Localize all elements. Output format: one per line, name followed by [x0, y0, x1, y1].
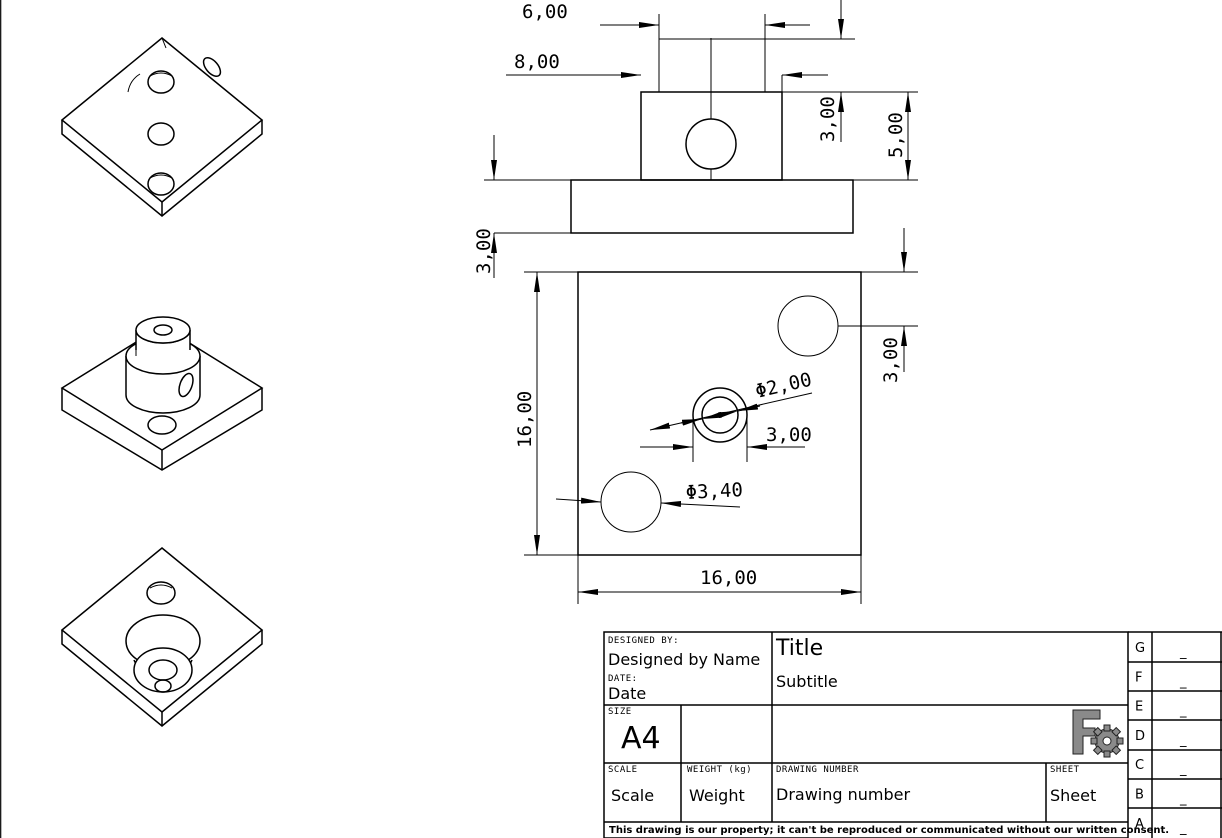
dim-6-00: 6,00	[522, 1, 568, 23]
drawing-title: Title	[775, 636, 823, 661]
date-value: Date	[608, 684, 646, 703]
drawing-number-value: Drawing number	[776, 785, 910, 804]
revision-value: _	[1179, 792, 1187, 807]
revision-letter: F	[1135, 670, 1142, 685]
iso-view-middle	[60, 316, 264, 471]
revision-letter: D	[1135, 729, 1145, 744]
dim-16-00-vertical: 16,00	[514, 391, 536, 448]
revision-value: _	[1179, 704, 1187, 719]
revision-value: _	[1179, 645, 1187, 660]
size-value: A4	[621, 721, 661, 756]
revision-letter: A	[1135, 817, 1144, 832]
scale-value: Scale	[611, 786, 654, 805]
revision-letter: C	[1135, 758, 1144, 773]
front-view	[570, 38, 854, 234]
revision-letter: E	[1135, 700, 1143, 715]
front-view-dimensions	[484, 0, 918, 278]
weight-value: Weight	[689, 786, 745, 805]
freecad-logo-icon	[1072, 709, 1124, 758]
dim-3-00-base: 3,00	[473, 228, 495, 274]
drawing-subtitle: Subtitle	[776, 672, 838, 691]
dim-diameter-3-40: Φ3,40	[685, 479, 743, 504]
drawing-number-label: DRAWING NUMBER	[776, 765, 859, 775]
scale-label: SCALE	[608, 765, 638, 775]
revision-table: G _ F _ E _ D _ C _ B _ A _	[1135, 641, 1187, 836]
dim-3-00-boss-width: 3,00	[766, 424, 812, 446]
iso-view-top	[60, 37, 264, 217]
dim-5-00: 5,00	[885, 112, 907, 158]
weight-label: WEIGHT (kg)	[687, 765, 752, 775]
date-label: DATE:	[608, 674, 638, 684]
dim-8-00: 8,00	[514, 51, 560, 73]
revision-letter: G	[1135, 641, 1145, 656]
size-label: SIZE	[608, 707, 632, 717]
top-view-dimensions	[524, 228, 918, 604]
sheet-label: SHEET	[1050, 765, 1080, 775]
iso-view-bottom	[60, 547, 264, 727]
top-view	[577, 271, 862, 556]
dim-3-00-hole: 3,00	[880, 337, 902, 383]
designed-by-label: DESIGNED BY:	[608, 636, 679, 646]
dim-16-00-horizontal: 16,00	[700, 567, 757, 589]
legal-notice: This drawing is our property; it can't b…	[609, 825, 1169, 836]
revision-value: _	[1179, 674, 1187, 689]
designed-by-value: Designed by Name	[608, 650, 760, 669]
dim-diameter-2-00: Φ2,00	[753, 369, 814, 403]
revision-value: _	[1179, 762, 1187, 777]
revision-value: _	[1179, 821, 1187, 836]
title-block: DESIGNED BY: Designed by Name DATE: Date…	[603, 631, 1222, 838]
dim-3-00-boss: 3,00	[817, 96, 839, 142]
revision-letter: B	[1135, 788, 1144, 803]
revision-value: _	[1179, 733, 1187, 748]
sheet-value: Sheet	[1050, 786, 1096, 805]
dimension-labels: 6,00 8,00 3,00 5,00 3,00 16,00 3,00 Φ2,0…	[473, 1, 907, 589]
